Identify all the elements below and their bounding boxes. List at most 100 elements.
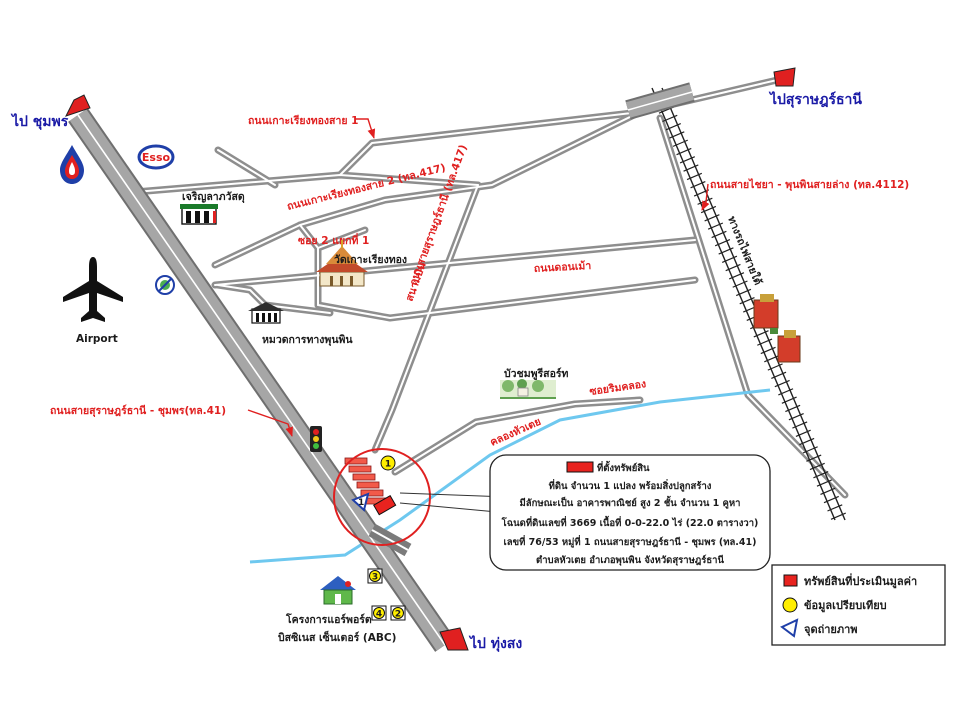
railway-tie xyxy=(739,297,755,305)
railway-tie xyxy=(728,272,745,280)
railway-tie xyxy=(704,214,720,222)
railway-tie xyxy=(820,487,836,495)
legend-photo-label: จุดถ่ายภาพ xyxy=(804,623,858,637)
traffic-light-icon xyxy=(310,426,322,452)
callout-highway-41: ถนนสายสุราษฎร์ธานี - ชุมพร(ทล.41) xyxy=(50,404,293,437)
railway-tie xyxy=(830,512,846,520)
info-line-1: ที่ดิน จำนวน 1 แปลง พร้อมสิ่งปลูกสร้าง xyxy=(549,478,712,493)
railway-tie xyxy=(788,413,804,421)
railway-tie xyxy=(816,479,832,487)
railway-tie xyxy=(823,495,839,504)
svg-text:3: 3 xyxy=(372,573,378,583)
railway-tie xyxy=(802,446,818,454)
esso-logo-icon: Esso xyxy=(137,144,175,170)
legend-subject-label: ทรัพย์สินที่ประเมินมูลค่า xyxy=(804,573,917,589)
label-abc-line1: โครงการแอร์พอร์ต xyxy=(285,613,372,626)
railway-tie xyxy=(827,504,843,512)
railway-tie xyxy=(778,388,794,396)
camera-point-icon: 1 xyxy=(351,492,370,512)
label-wat: วัดเกาะเรียงทอง xyxy=(334,253,407,266)
label-soi-rimkhlong: ซอยริมคลอง xyxy=(589,378,647,398)
direction-arrow-surat xyxy=(773,67,796,87)
comparable-badge-4: 4 xyxy=(371,605,387,621)
comparable-badge-1: 1 xyxy=(380,455,396,471)
railway-tie xyxy=(679,156,696,164)
svg-text:4: 4 xyxy=(376,610,382,620)
railway-tie xyxy=(799,437,815,446)
svg-text:1: 1 xyxy=(385,460,391,470)
svg-text:1: 1 xyxy=(358,498,364,508)
label-to-thung-song: ไป ทุ่งสง xyxy=(468,634,522,652)
label-abc-line2: บิสซิเนส เซ็นเตอร์ (ABC) xyxy=(278,630,397,644)
railway-tie xyxy=(774,379,790,388)
label-to-surat-thani: ไปสุราษฎร์ธานี xyxy=(768,90,862,108)
label-charoen: เจริญลาภวัสดุ xyxy=(182,191,245,204)
railway-tie xyxy=(718,247,734,255)
minor-roads xyxy=(131,73,849,499)
svg-text:ถนนสายไชยา - พุนพินสายล่าง (ทล: ถนนสายไชยา - พุนพินสายล่าง (ทล.4112) xyxy=(710,178,909,192)
label-highway-office: หมวดการทางพุนพิน xyxy=(262,334,353,347)
railway-tie xyxy=(672,139,689,147)
railway-tie xyxy=(767,363,783,371)
building-icon-charoen xyxy=(180,204,218,225)
subject-property-marker xyxy=(373,494,397,516)
railway-tie xyxy=(757,338,773,346)
callout-chaiya-phunphin: ถนนสายไชยา - พุนพินสายล่าง (ทล.4112) xyxy=(701,178,909,211)
railway-tie xyxy=(725,263,741,272)
building-icon-highway-office xyxy=(248,302,284,324)
temple-icon xyxy=(316,240,368,287)
house-icon-abc xyxy=(320,576,356,605)
legend: ทรัพย์สินที่ประเมินมูลค่า ข้อมูลเปรียบเท… xyxy=(771,564,946,646)
railway-tie xyxy=(686,172,703,181)
legend-comparable-swatch xyxy=(782,597,798,613)
railway-tie xyxy=(735,288,752,297)
railway-tie xyxy=(809,462,825,471)
railway-tie xyxy=(662,114,678,123)
label-don-mao: ถนนดอนเม้า xyxy=(533,259,591,275)
svg-text:ถนนสายสุราษฎร์ธานี - ชุมพร(ทล.: ถนนสายสุราษฎร์ธานี - ชุมพร(ทล.41) xyxy=(50,404,226,418)
subject-highlight-circle xyxy=(333,448,431,546)
legend-photo-icon xyxy=(780,618,799,638)
railway-tie xyxy=(676,147,692,156)
label-resort: บัวชมพูรีสอร์ท xyxy=(504,367,569,381)
label-to-chumphon: ไป ชุมพร xyxy=(10,112,69,130)
railway-tie xyxy=(760,346,776,355)
info-box: ที่ตั้งทรัพย์สิน ที่ดิน จำนวน 1 แปลง พร้… xyxy=(489,454,771,571)
railway-tie xyxy=(785,404,801,413)
info-line-5: ตำบลหัวเตย อำเภอพุนพิน จังหวัดสุราษฎร์ธา… xyxy=(536,554,724,566)
highway-sign-icon xyxy=(155,275,175,295)
railway-tie xyxy=(690,181,706,189)
label-airport: Airport xyxy=(76,333,118,345)
callout-ko-rianthong-1: ถนนเกาะเรียงทองสาย 1 xyxy=(248,114,376,139)
railway-tie xyxy=(683,164,699,172)
railway-tie xyxy=(732,280,748,288)
railway-tie xyxy=(707,222,724,230)
bridge-crossing xyxy=(368,523,412,557)
info-title: ที่ตั้งทรัพย์สิน xyxy=(597,460,650,474)
railway-tie xyxy=(795,429,811,437)
comparable-badge-3: 3 xyxy=(367,568,383,584)
railway-tie xyxy=(753,330,769,338)
railway-tie xyxy=(781,396,797,404)
subject-shophouses xyxy=(344,457,388,505)
railway-tie xyxy=(665,123,681,131)
railway-tie xyxy=(771,371,787,379)
svg-text:2: 2 xyxy=(395,610,401,620)
label-soi-2-yaek-1: ซอย 2 แยกที่ 1 xyxy=(298,232,369,247)
railway-tie xyxy=(711,230,727,239)
railway-tie xyxy=(806,454,822,462)
svg-text:ถนนเกาะเรียงทองสาย 1: ถนนเกาะเรียงทองสาย 1 xyxy=(248,114,358,127)
railway-tie xyxy=(714,239,731,247)
info-line-3: โฉนดที่ดินเลขที่ 3669 เนื้อที่ 0-0-22.0 … xyxy=(501,515,759,529)
info-line-4: เลขที่ 76/53 หมู่ที่ 1 ถนนสายสุราษฎร์ธาน… xyxy=(504,534,757,549)
railway-tie xyxy=(721,255,738,263)
legend-subject-swatch xyxy=(783,574,798,587)
railway-tie xyxy=(764,355,780,363)
canal-khlong-huatoei xyxy=(249,388,771,564)
airplane-icon xyxy=(63,257,123,322)
railway-tie xyxy=(669,131,685,139)
svg-text:Esso: Esso xyxy=(142,151,171,164)
overpass xyxy=(625,82,695,120)
railway-tie xyxy=(813,471,829,479)
